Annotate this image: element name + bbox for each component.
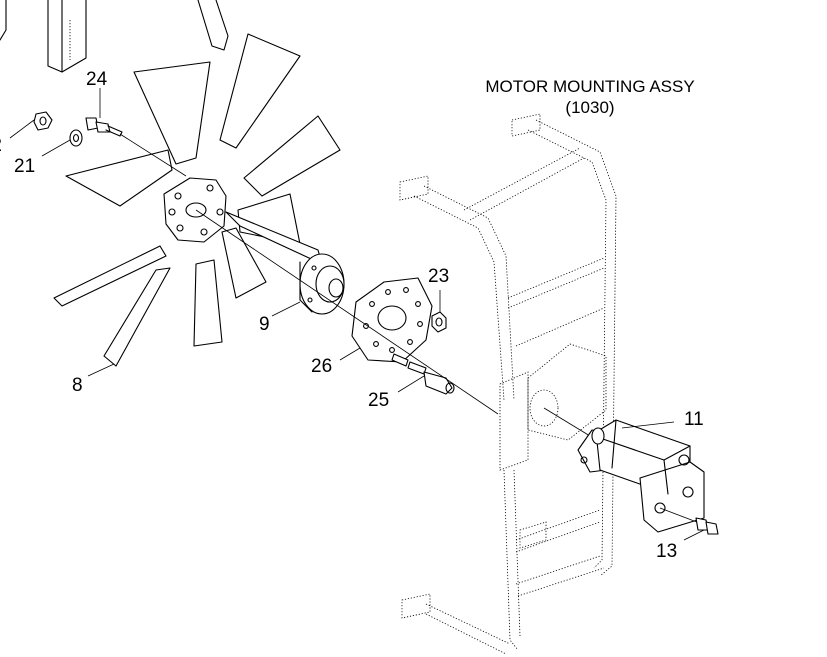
callout-21: 21 (14, 156, 35, 177)
upper-bracket-partial (0, 0, 229, 73)
callout-2: 2 (0, 135, 2, 156)
fan-blade-assembly (53, 33, 341, 367)
callout-11: 11 (684, 409, 704, 430)
callout-23: 23 (428, 266, 449, 287)
motor-mounting-frame (399, 113, 617, 655)
callout-24: 24 (86, 69, 108, 90)
callout-8: 8 (72, 375, 83, 396)
flange-plate (351, 277, 433, 363)
callout-25: 25 (368, 390, 389, 411)
diagram-subtitle: (1030) (565, 98, 614, 117)
diagram-title: MOTOR MOUNTING ASSY (485, 77, 694, 96)
callout-26: 26 (311, 356, 332, 377)
callout-13: 13 (656, 541, 677, 562)
bolt-13 (659, 507, 719, 535)
nut-23 (431, 311, 447, 333)
hydraulic-motor (543, 407, 705, 533)
hub-adapter (225, 211, 345, 315)
hardware-small (33, 111, 187, 177)
leader-lines (9, 88, 705, 541)
coupling-shaft (195, 209, 499, 415)
callout-9: 9 (259, 314, 270, 335)
